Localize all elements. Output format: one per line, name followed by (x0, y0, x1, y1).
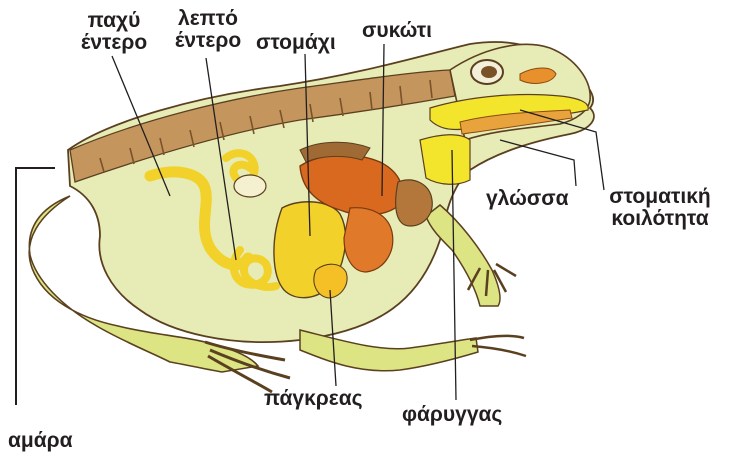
bladder-shape (234, 175, 266, 197)
label-oral-cavity: στοματική κοιλότητα (590, 186, 730, 230)
label-oral-cavity-line1: στοματική (590, 186, 730, 208)
label-cloaca: αμάρα (8, 430, 73, 452)
label-stomach: στομάχι (256, 32, 336, 54)
label-tongue: γλώσσα (486, 188, 568, 210)
label-oral-cavity-line2: κοιλότητα (590, 208, 730, 230)
label-small-intestine: λεπτό έντερο (152, 8, 264, 52)
lower-foot (470, 336, 526, 356)
fore-leg-shape (426, 205, 500, 306)
pharynx-shape (420, 135, 470, 185)
label-pancreas: πάγκρεας (264, 388, 363, 410)
eye-pupil (481, 66, 497, 78)
lower-leg-shape (300, 330, 478, 371)
label-liver: συκώτι (362, 20, 432, 42)
heart-area (396, 180, 433, 226)
cloaca-bracket (16, 168, 55, 405)
label-pharynx: φάρυγγας (402, 404, 502, 426)
label-small-intestine-line1: λεπτό (152, 8, 264, 30)
label-small-intestine-line2: έντερο (152, 30, 264, 52)
